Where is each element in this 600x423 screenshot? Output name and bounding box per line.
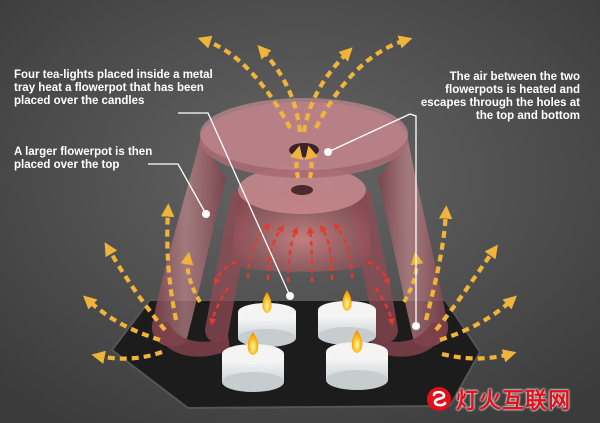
heat-arrow [306,226,315,283]
hot-air-arrow [160,203,179,321]
leader-larger-pot [148,163,207,215]
leader-tealights [178,112,291,297]
tea-light-base [326,370,388,390]
large-pot-left-flange [152,322,230,357]
heat-arrow [320,225,334,281]
leader-air-bottom [409,113,417,326]
tea-lights [222,290,388,392]
large-flowerpot-top [200,98,408,178]
hot-air-arrow [180,251,202,304]
heat-arrow [375,287,395,326]
heat-arrow [286,226,298,283]
hot-air-arrow [197,35,292,129]
heat-arrow [333,223,354,279]
hot-air-arrow [104,242,167,332]
flame-icon [351,330,363,353]
heat-arrow [367,260,391,286]
hot-air-arrow [305,145,319,179]
hot-air-arrow [423,205,453,321]
tea-light [222,332,284,392]
inner-heat-arrows [209,223,395,326]
small-flowerpot [232,166,372,272]
hot-air-arrow [91,350,163,364]
hot-air-arrow [289,145,303,179]
hot-air-arrow [441,349,517,363]
callout-leaders [148,112,420,330]
large-pot-hole [289,143,319,157]
heat-arrow [213,260,237,286]
hot-air-arrow [439,295,517,342]
tea-light-base [318,327,376,345]
large-pot-base-shine [200,98,408,170]
callout-tealights: Four tea-lights placed inside a metal tr… [14,69,213,107]
callout-air: The air between the two flowerpots is he… [420,71,580,122]
heat-arrow [209,287,229,326]
callout-larger-pot: A larger flowerpot is then placed over t… [14,146,153,171]
hot-air-arrow [83,295,161,342]
hot-air-arrow [301,47,353,133]
tea-light-base [222,372,284,392]
leader-air-top [327,113,411,153]
watermark-text: 灯火互联网 [456,389,572,414]
large-pot-right-flange [370,322,448,357]
small-pot-body [232,190,372,272]
flame-icon [247,332,259,355]
small-pot-hole [291,185,313,195]
leader-dot [324,148,332,156]
watermark: 灯火互联网 [426,384,571,414]
leader-dot [202,210,210,218]
hot-air-arrow [257,45,303,133]
tea-light [326,330,388,390]
flame-icon [342,290,352,311]
heat-arrow [246,223,271,279]
hot-air-arrow [314,35,413,129]
heat-arrow [266,225,285,281]
tray-rim [110,299,482,410]
leader-dot [412,322,420,330]
leader-dot [286,292,294,300]
watermark-logo-icon [427,387,451,411]
flame-icon [262,292,272,313]
hot-air-arrow [434,244,498,332]
